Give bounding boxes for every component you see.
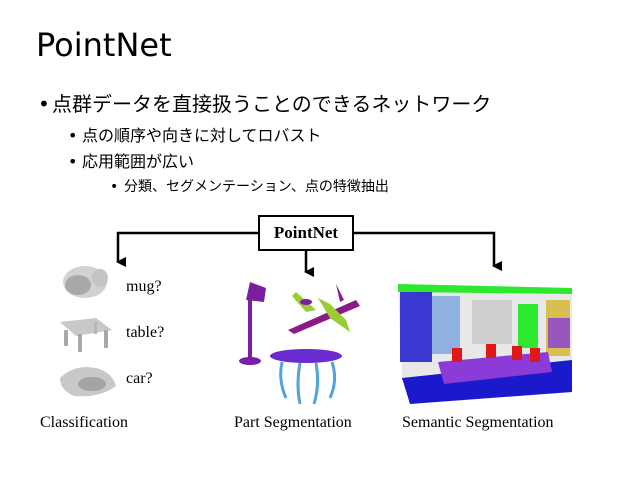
question-table: table? <box>126 324 165 341</box>
bullet-dot: • <box>68 126 78 145</box>
bullet-dot: • <box>110 179 119 195</box>
arrow-to-classification <box>116 231 258 267</box>
mug-pointcloud-icon <box>63 266 108 298</box>
car-pointcloud-icon <box>60 367 116 397</box>
label-part-segmentation: Part Segmentation <box>234 414 352 431</box>
label-classification: Classification <box>40 414 128 431</box>
question-mug: mug? <box>126 278 162 295</box>
table-segmented-icon <box>270 349 342 405</box>
pointnet-box: PointNet <box>258 215 354 251</box>
table-pointcloud-icon <box>60 318 112 352</box>
room-pointcloud-icon <box>398 284 572 404</box>
bullet-level3-tasks: •分類、セグメンテーション、点の特徴抽出 <box>110 179 389 195</box>
lamp-pointcloud-icon <box>239 282 266 365</box>
bullet-dot: • <box>38 92 50 116</box>
bullet-dot: • <box>68 152 78 171</box>
bullet-level1: •点群データを直接扱うことのできるネットワーク <box>38 92 492 116</box>
airplane-pointcloud-icon <box>288 284 360 334</box>
arrow-to-semantic-segmentation <box>354 231 502 271</box>
slide-title: PointNet <box>36 26 172 64</box>
label-semantic-segmentation: Semantic Segmentation <box>402 414 554 431</box>
bullet-level2-range: •応用範囲が広い <box>68 152 195 171</box>
bullet-level2-robust: •点の順序や向きに対してロバスト <box>68 126 322 145</box>
question-car: car? <box>126 370 153 387</box>
